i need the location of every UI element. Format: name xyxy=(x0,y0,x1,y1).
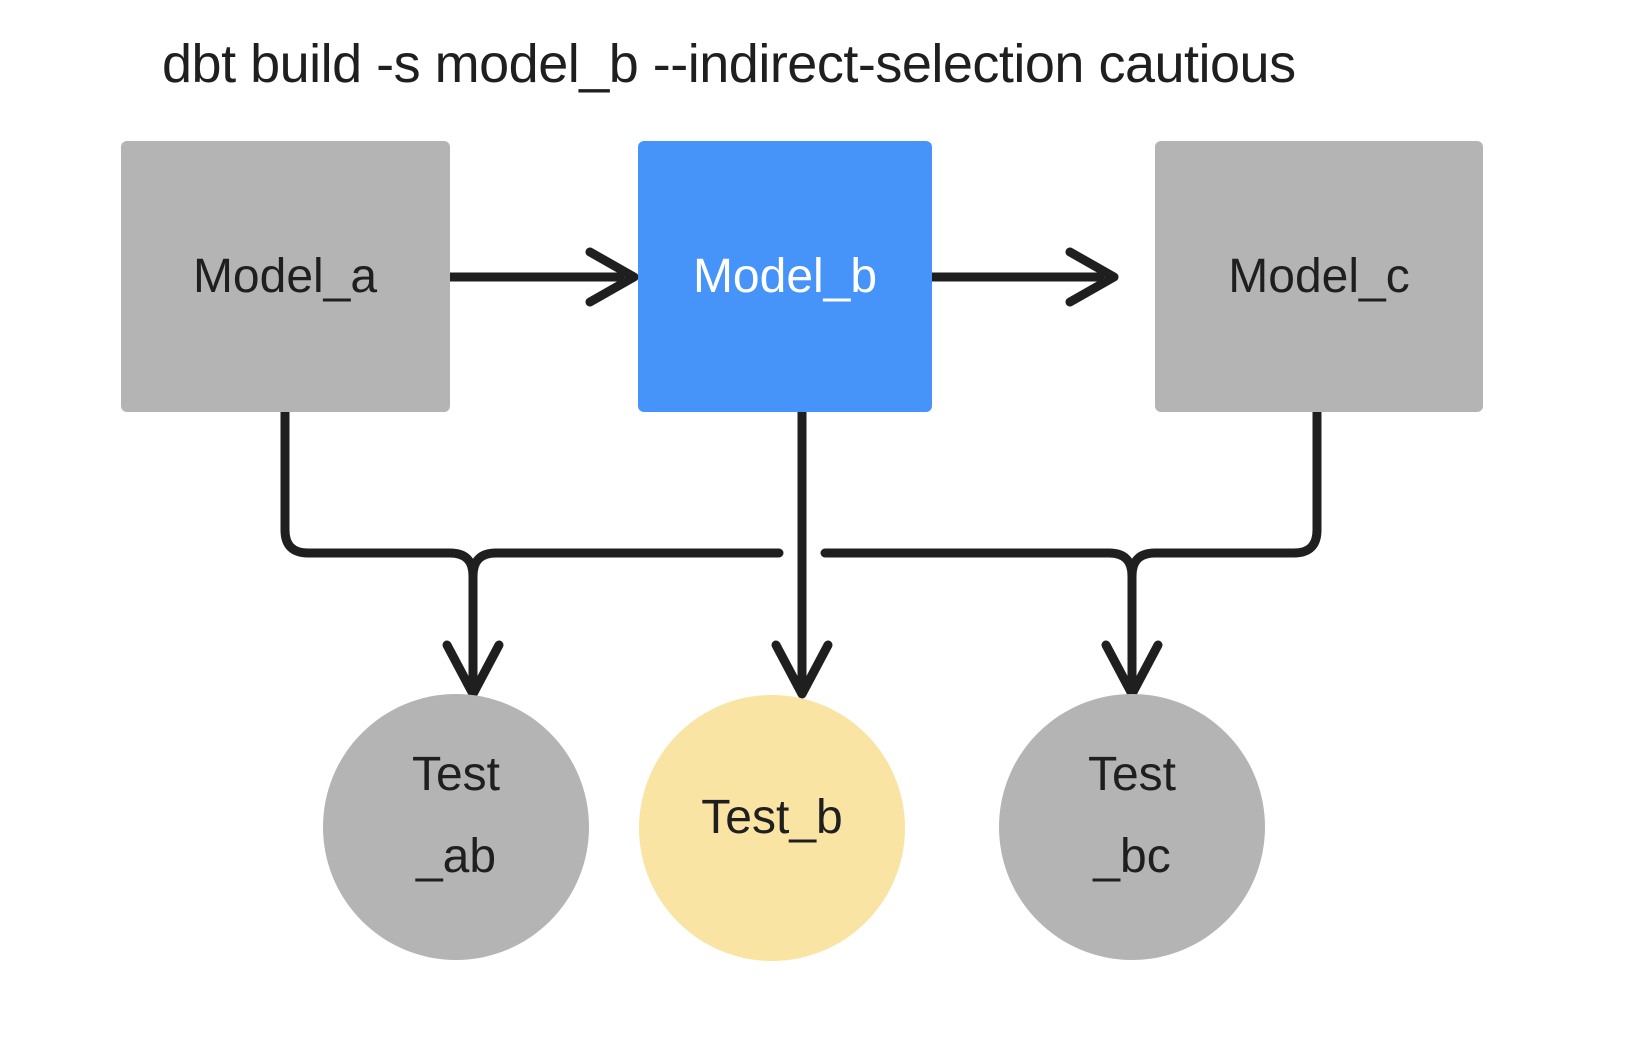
model-node-model-b[interactable]: Model_b xyxy=(638,141,932,412)
test-ab-circle[interactable] xyxy=(323,694,589,960)
test-ab-label-line2: _ab xyxy=(415,830,496,883)
test-bc-label-line1: Test xyxy=(1088,748,1176,801)
model-a-rect[interactable] xyxy=(121,141,450,412)
test-b-label-line1: Test_b xyxy=(701,791,842,844)
model-node-model-c[interactable]: Model_c xyxy=(1155,141,1483,412)
test-node-test-b[interactable]: Test_b xyxy=(639,695,905,961)
test-node-test-ab[interactable]: Test _ab xyxy=(323,694,589,960)
edge-model-b-to-test-ab xyxy=(468,548,784,581)
arrow-into-test-ab xyxy=(442,571,504,699)
edge-model-b-to-test-b xyxy=(771,407,833,699)
test-b-circle[interactable] xyxy=(639,695,905,961)
edge-model-a-to-test-ab xyxy=(280,407,478,581)
model-c-rect[interactable] xyxy=(1155,141,1483,412)
arrow-into-test-bc xyxy=(1101,571,1163,699)
edge-model-a-to-model-b xyxy=(445,247,639,307)
model-node-model-a[interactable]: Model_a xyxy=(121,141,450,412)
model-b-rect[interactable] xyxy=(638,141,932,412)
test-bc-label-line2: _bc xyxy=(1092,830,1170,883)
diagram-title: dbt build -s model_b --indirect-selectio… xyxy=(162,34,1296,94)
model-b-label: Model_b xyxy=(693,250,877,303)
test-bc-circle[interactable] xyxy=(999,694,1265,960)
edge-model-b-to-model-c xyxy=(927,247,1119,307)
test-node-test-bc[interactable]: Test _bc xyxy=(999,694,1265,960)
edge-model-b-to-test-bc xyxy=(820,548,1137,581)
model-a-label: Model_a xyxy=(193,250,377,303)
test-ab-label-line1: Test xyxy=(412,748,500,801)
edge-model-c-to-test-bc xyxy=(1127,407,1322,581)
model-c-label: Model_c xyxy=(1228,250,1409,303)
